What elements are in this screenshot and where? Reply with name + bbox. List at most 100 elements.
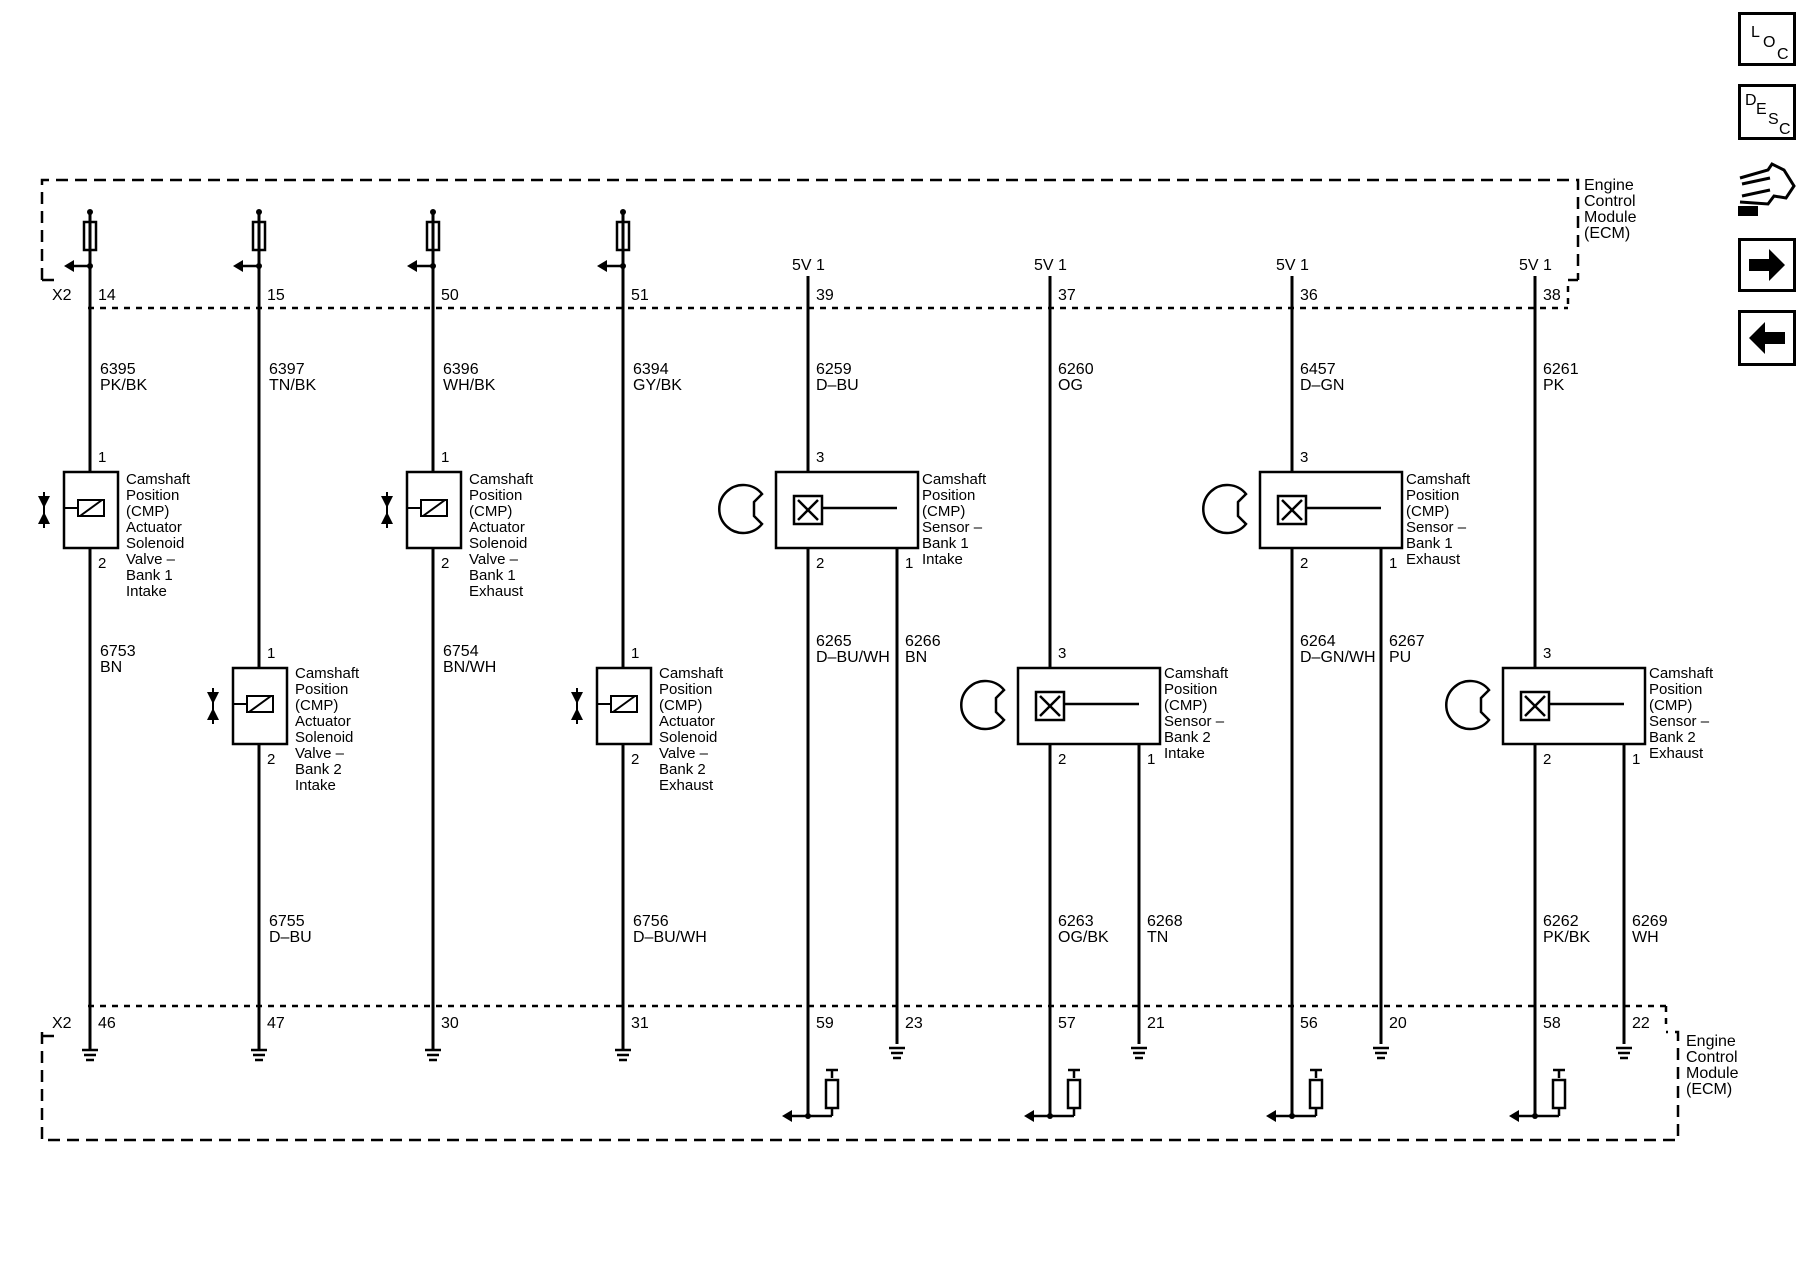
arrow-left-icon [597,260,607,272]
ecm-pin-number: 20 [1389,1015,1407,1032]
arrow-left-icon [1266,1110,1276,1122]
component-name: Valve – [469,551,519,568]
connector-x2-label-bottom: X2 [52,1015,72,1032]
wire-color: D–BU/WH [633,929,707,946]
component-name: Intake [126,583,167,600]
solenoid-circuit-s1: 14466395PK/BK6753BN12CamshaftPosition(CM… [38,209,191,1062]
valve-arrow-up-icon [38,512,50,524]
input-resistor-icon [1551,1078,1567,1110]
coil-slash [79,499,103,517]
wire-circuit-number: 6262 [1543,913,1579,930]
next-page-button[interactable] [1738,238,1796,292]
desc-letter-c: C [1779,121,1791,138]
ecm-pin-number: 21 [1147,1015,1165,1032]
wire-circuit-number: 6457 [1300,361,1336,378]
wire-color: WH [1632,929,1659,946]
component-pin: 1 [98,449,106,466]
component-name: Camshaft [659,665,724,682]
component-pin: 1 [267,645,275,662]
arrow-left-icon [233,260,243,272]
wire-circuit-number: 6754 [443,643,479,660]
component-pin: 1 [631,645,639,662]
wire-circuit-number: 6397 [269,361,305,378]
component-pin: 1 [1147,751,1155,768]
component-pin: 1 [1389,555,1397,572]
ecm-pin-number: 46 [98,1015,116,1032]
valve-arrow-up-icon [381,512,393,524]
component-pin: 2 [267,751,275,768]
ecm-pin-number: 56 [1300,1015,1318,1032]
arrow-left-icon [782,1110,792,1122]
component-name: Sensor – [1649,713,1710,730]
coil-slash [422,499,446,517]
ecm-pin-number: 57 [1058,1015,1076,1032]
ecm-pin-number: 36 [1300,287,1318,304]
component-name: Solenoid [659,729,717,746]
wire-circuit-number: 6263 [1058,913,1094,930]
hall-x [1039,695,1061,717]
wire-color: GY/BK [633,377,682,394]
component-name: Position [1164,681,1217,698]
wire-color: TN [1147,929,1168,946]
input-resistor-icon [824,1078,840,1110]
component-pin: 1 [1632,751,1640,768]
component-name: Solenoid [469,535,527,552]
valve-arrow-down-icon [38,496,50,508]
component-name: Bank 1 [126,567,173,584]
junction-dot [1532,1113,1538,1119]
component-name: (CMP) [1406,503,1449,520]
junction-dot [1289,1113,1295,1119]
wire-color: WH/BK [443,377,496,394]
ecm-pin-number: 14 [98,287,116,304]
component-name: Position [922,487,975,504]
component-name: Valve – [295,745,345,762]
ecm-pin-number: 38 [1543,287,1561,304]
component-name: Bank 2 [1164,729,1211,746]
wire-color: D–GN/WH [1300,649,1376,666]
coil-slash [248,695,272,713]
description-button[interactable]: D E S C [1738,84,1796,140]
valve-arrow-down-icon [381,496,393,508]
input-resistor-icon [1066,1078,1082,1110]
component-name: Bank 1 [469,567,516,584]
arrow-right-icon [1749,249,1785,281]
connector-end-view-button[interactable] [1734,156,1798,224]
desc-letter-e: E [1756,101,1767,118]
component-pin: 2 [631,751,639,768]
ecm-pin-number: 31 [631,1015,649,1032]
ecm-label-line: Module [1686,1065,1739,1082]
connector-plug-icon [1738,162,1796,216]
ecm-pin-number: 51 [631,287,649,304]
ecm-pin-number: 39 [816,287,834,304]
component-pin: 3 [1543,645,1551,662]
wire-circuit-number: 6755 [269,913,305,930]
component-name: Actuator [126,519,182,536]
hall-x [1281,499,1303,521]
arrow-left-icon [1749,322,1785,354]
five-volt-reference-label: 5V 1 [792,257,825,274]
ecm-label-line: Control [1686,1049,1738,1066]
component-name: Camshaft [1649,665,1714,682]
component-pin: 3 [816,449,824,466]
component-pin: 3 [1300,449,1308,466]
component-name: Exhaust [1406,551,1461,568]
ecm-pin-number: 30 [441,1015,459,1032]
previous-page-button[interactable] [1738,310,1796,366]
ecm-pin-number: 15 [267,287,285,304]
wire-color: TN/BK [269,377,316,394]
component-name: Position [469,487,522,504]
component-pin: 2 [1300,555,1308,572]
solenoid-circuit-s3: 50306396WH/BK6754BN/WH12CamshaftPosition… [381,209,534,1062]
component-name: Camshaft [469,471,534,488]
ecm-pin-number: 58 [1543,1015,1561,1032]
wire-color: PK [1543,377,1565,394]
location-button[interactable]: L O C [1738,12,1796,66]
component-name: Camshaft [1406,471,1471,488]
arrow-left-icon [1509,1110,1519,1122]
